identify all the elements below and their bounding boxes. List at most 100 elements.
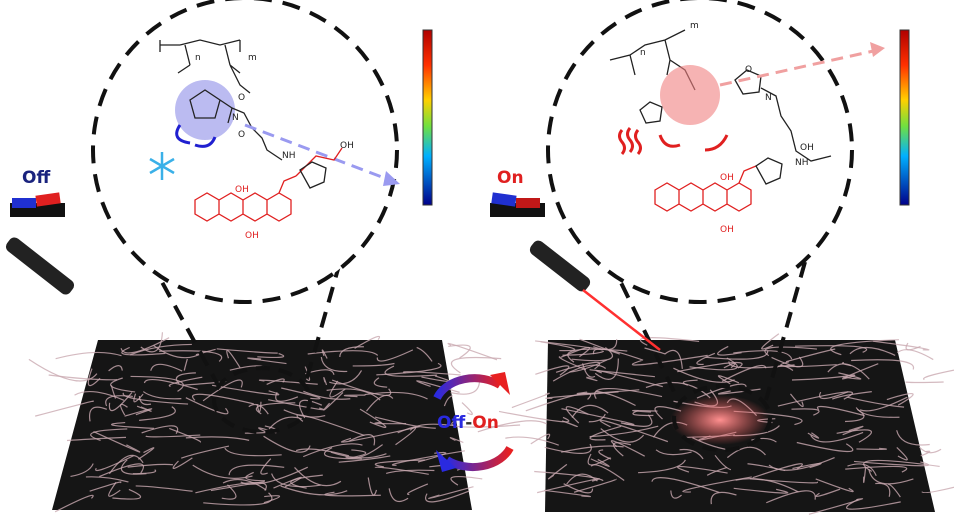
fiber	[428, 486, 474, 500]
fiber	[388, 488, 409, 503]
fiber	[872, 340, 930, 351]
fiber	[847, 463, 877, 476]
chem-label: n	[195, 53, 201, 63]
fiber	[859, 396, 908, 412]
fiber	[610, 440, 645, 457]
fiber	[140, 332, 164, 353]
fiber	[344, 394, 366, 398]
fiber	[905, 381, 944, 384]
fiber	[256, 401, 262, 413]
fiber	[677, 361, 743, 373]
fiber	[108, 454, 144, 475]
fiber	[348, 449, 367, 459]
fiber	[366, 394, 394, 412]
fiber	[247, 357, 287, 365]
fiber	[598, 449, 612, 460]
fiber	[534, 470, 604, 482]
fiber	[273, 476, 302, 489]
retro-reaction-arrows-cold	[175, 124, 217, 148]
molecule-right	[609, 29, 696, 124]
fiber	[631, 354, 708, 366]
fiber	[530, 433, 551, 445]
fiber	[710, 491, 737, 505]
fiber	[374, 421, 407, 425]
fiber	[95, 455, 134, 472]
fiber	[920, 450, 931, 457]
fiber	[66, 436, 127, 442]
fiber	[886, 393, 914, 406]
fiber	[376, 362, 442, 376]
fiber	[718, 375, 740, 385]
fiber	[203, 492, 273, 506]
fiber	[569, 359, 608, 373]
fiber	[150, 363, 183, 372]
zoom-region-left	[212, 366, 312, 434]
chem-label: O	[745, 65, 752, 75]
chem-label: N	[232, 113, 239, 123]
fiber	[349, 434, 376, 446]
fiber	[416, 346, 433, 362]
fiber	[589, 425, 622, 441]
fiber	[307, 350, 379, 356]
fiber	[90, 428, 128, 442]
reaction-arrows-heat	[658, 134, 729, 152]
laser-beam	[582, 289, 661, 351]
fiber	[374, 416, 436, 429]
fiber	[600, 428, 645, 443]
fiber	[791, 408, 820, 416]
maleimide-highlight	[660, 65, 720, 125]
fiber	[535, 340, 604, 351]
fiber	[352, 362, 395, 367]
fiber	[192, 464, 253, 479]
fiber	[498, 410, 570, 423]
fiber	[112, 488, 142, 500]
fiber	[922, 369, 954, 381]
fiber	[299, 399, 323, 419]
fiber	[511, 392, 550, 409]
fiber	[222, 478, 267, 491]
molecule-left	[159, 39, 251, 94]
fiber	[257, 352, 285, 359]
fiber	[807, 432, 820, 439]
switch-off-icon[interactable]	[10, 192, 65, 217]
chem-label: O	[238, 130, 245, 140]
fiber	[330, 451, 387, 459]
fiber	[682, 476, 752, 493]
snowflake-icon	[149, 152, 175, 180]
fiber	[443, 395, 454, 407]
fiber	[70, 463, 94, 478]
fiber	[142, 391, 182, 400]
fiber	[670, 490, 682, 499]
fiber	[425, 490, 470, 503]
fiber	[172, 457, 193, 469]
fiber	[224, 447, 282, 457]
fiber	[450, 475, 483, 486]
fiber	[211, 384, 280, 396]
fiber	[752, 463, 803, 479]
fiber	[159, 350, 223, 362]
chem-label: OH	[800, 143, 814, 153]
light-source-off-icon	[5, 237, 75, 295]
chem-label: O	[238, 93, 245, 103]
switch-on-icon[interactable]	[490, 192, 545, 217]
fiber	[721, 364, 767, 382]
off-label: Off	[22, 168, 50, 188]
fiber	[281, 387, 321, 400]
fiber	[594, 358, 619, 380]
off-on-cycle-icon[interactable]: Off-On	[433, 372, 514, 472]
fiber	[594, 388, 663, 399]
fiber	[761, 333, 780, 350]
fiber	[127, 463, 174, 468]
fiber	[613, 442, 631, 457]
fiber	[374, 466, 429, 475]
fiber	[202, 379, 243, 402]
fiber	[705, 350, 769, 360]
doxorubicin-right	[654, 165, 757, 212]
chem-label: NH	[795, 158, 809, 168]
emission-arrow-red	[719, 48, 879, 87]
chem-label: OH	[340, 141, 354, 151]
fiber	[535, 365, 570, 376]
heat-icon	[618, 127, 729, 155]
